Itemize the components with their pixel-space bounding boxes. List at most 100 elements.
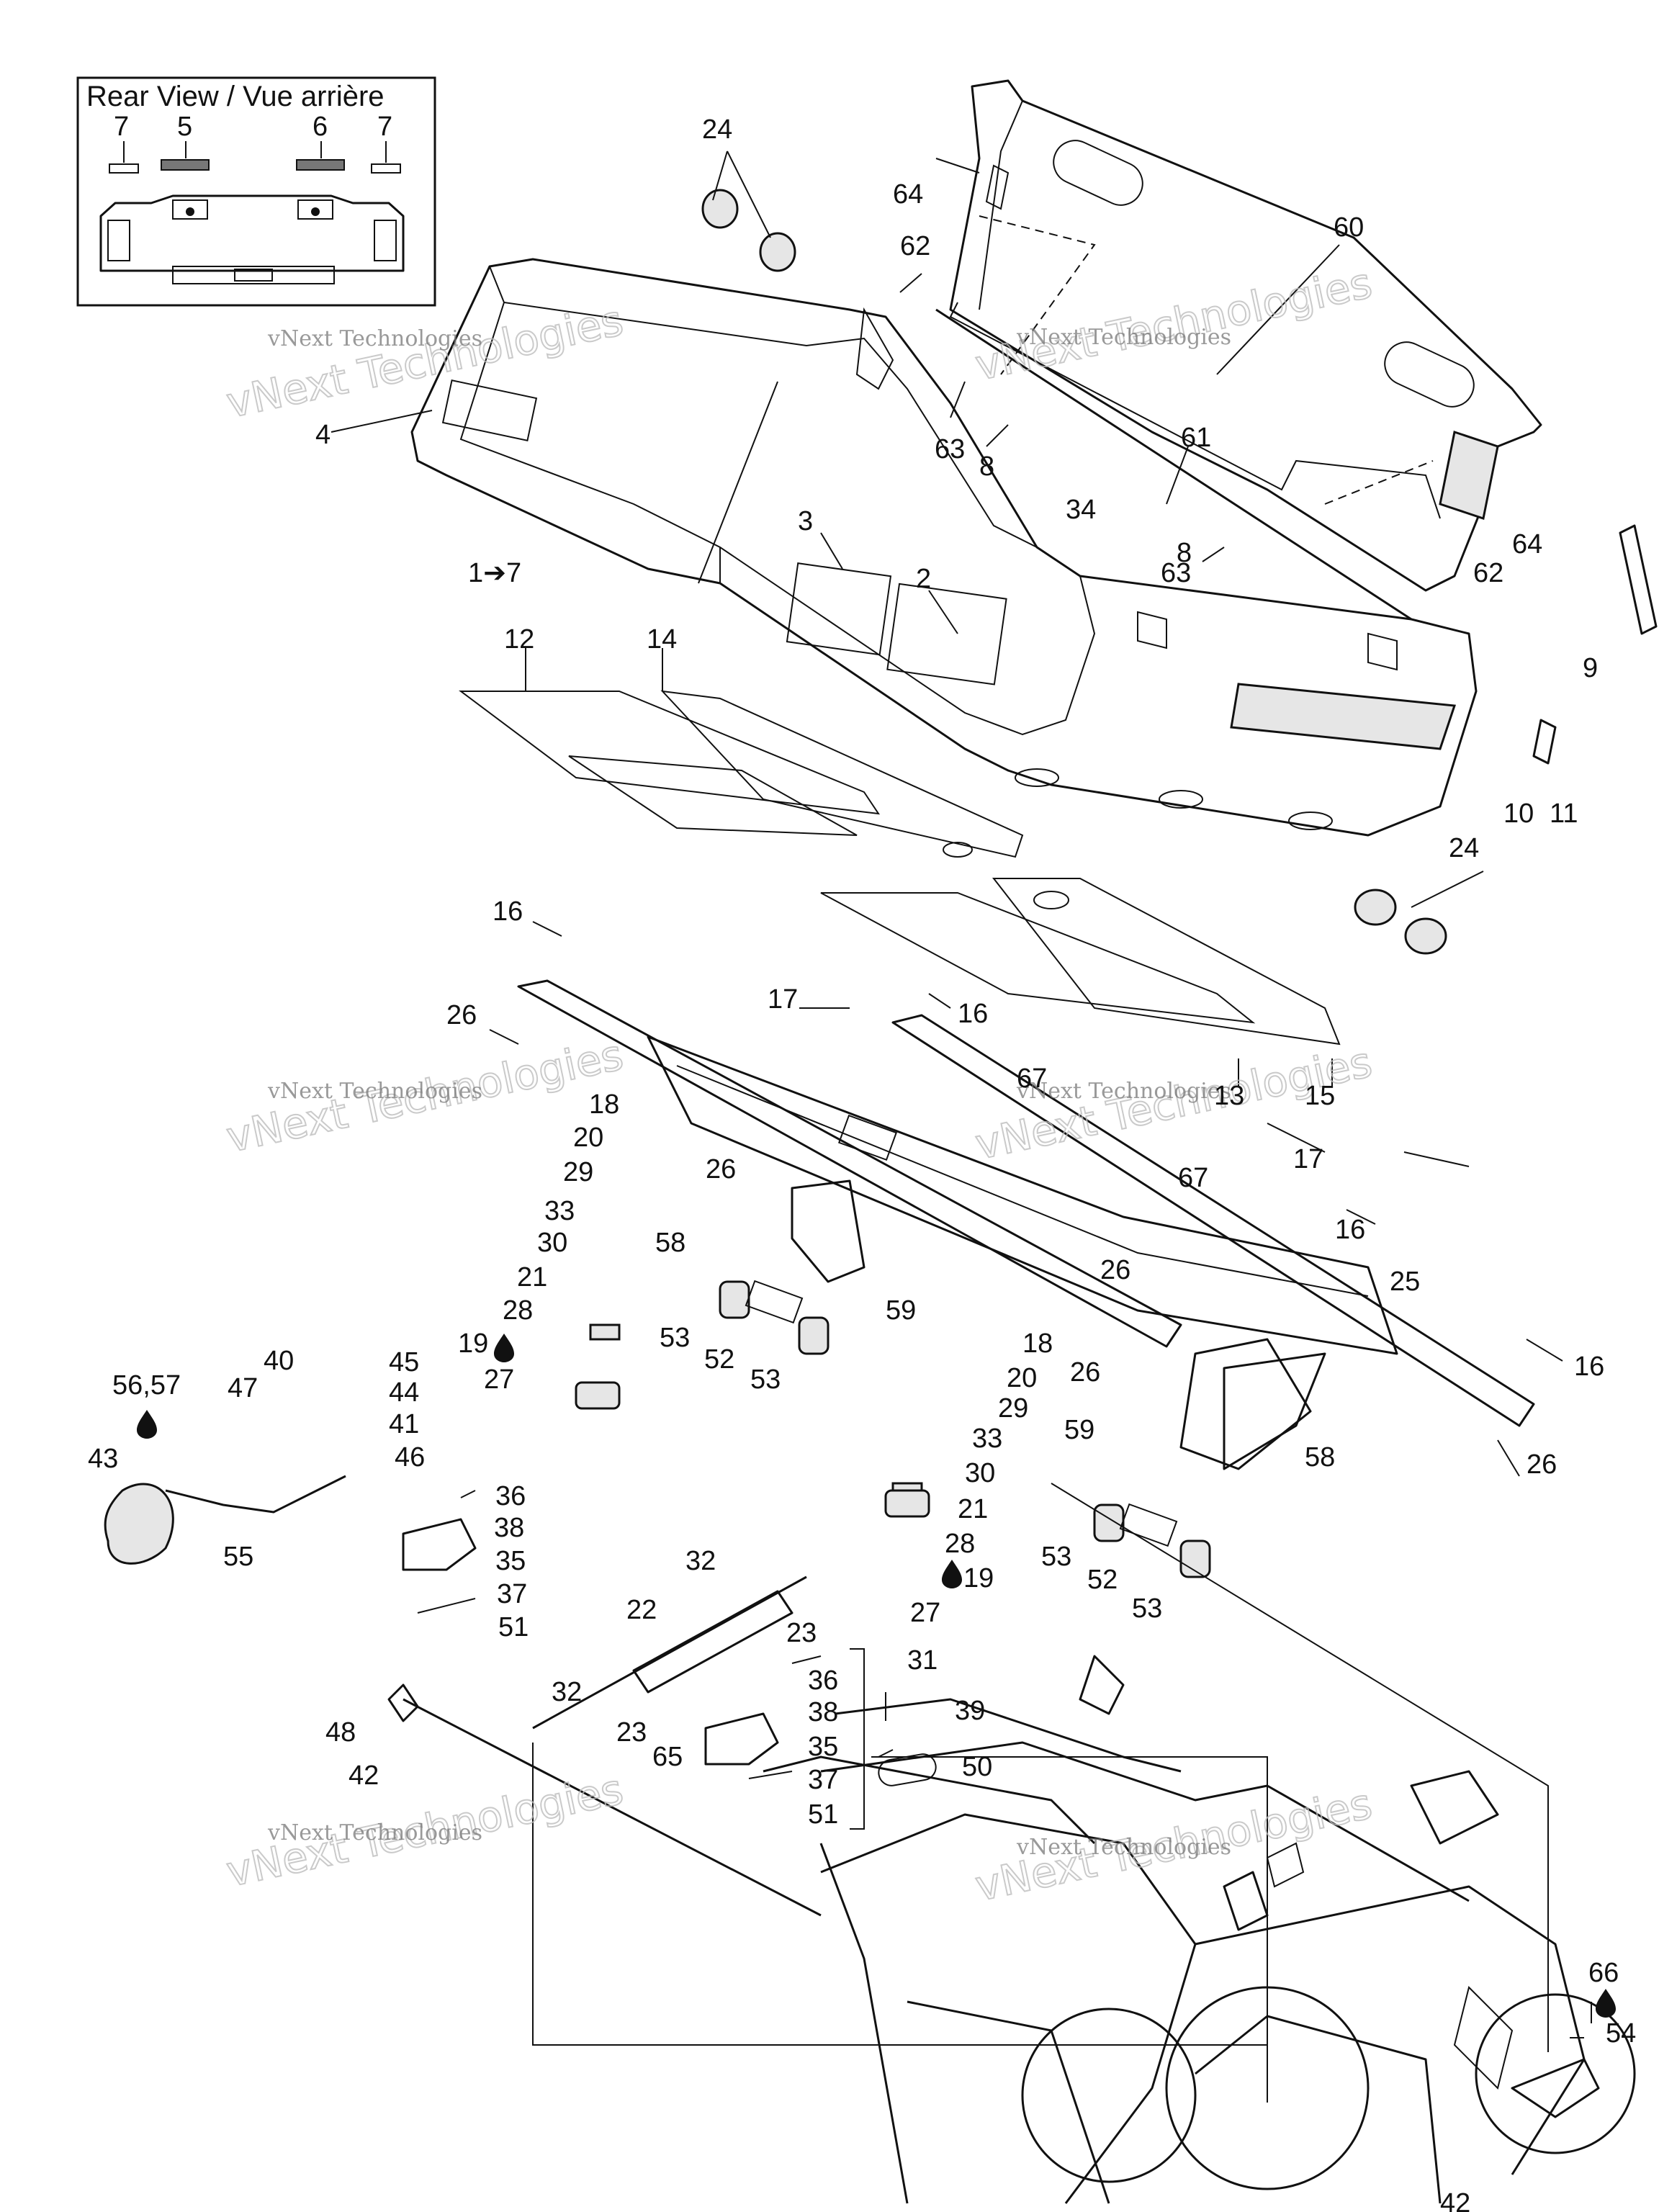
watermark-caption-1: vNext Technologies bbox=[267, 326, 482, 351]
callouts: 24 64 62 60 4 63 8 61 34 1➔7 3 2 8 63 64… bbox=[88, 114, 1636, 2212]
callout-17-b: 17 bbox=[1293, 1144, 1323, 1174]
callout-28: 28 bbox=[503, 1295, 533, 1326]
callout-1-to-7: 1➔7 bbox=[468, 558, 521, 588]
callout-16-d: 16 bbox=[1574, 1352, 1604, 1382]
callout-26: 26 bbox=[446, 1000, 477, 1030]
inset-label-6: 6 bbox=[313, 112, 328, 142]
callout-64: 64 bbox=[893, 179, 923, 210]
callout-20-b: 20 bbox=[1007, 1363, 1037, 1393]
callout-26-b: 26 bbox=[706, 1154, 736, 1184]
callout-28-b: 28 bbox=[945, 1529, 975, 1559]
components bbox=[104, 189, 1658, 2103]
callout-60: 60 bbox=[1334, 212, 1364, 243]
callout-35-b: 35 bbox=[808, 1732, 838, 1762]
oil-drop-icon bbox=[942, 1560, 962, 1588]
callout-32-b: 32 bbox=[552, 1677, 582, 1707]
callout-52: 52 bbox=[704, 1344, 734, 1375]
watermark-caption-6: vNext Technologies bbox=[1016, 1835, 1231, 1860]
oil-drop-icon bbox=[1596, 1989, 1616, 2018]
callout-35: 35 bbox=[495, 1546, 526, 1576]
callout-4: 4 bbox=[315, 420, 331, 450]
callout-37-b: 37 bbox=[808, 1765, 838, 1795]
inset-title: Rear View / Vue arrière bbox=[86, 81, 385, 112]
callout-29-b: 29 bbox=[998, 1393, 1028, 1424]
callout-30-b: 30 bbox=[965, 1458, 995, 1488]
callout-31: 31 bbox=[907, 1645, 938, 1676]
callout-21: 21 bbox=[517, 1262, 547, 1292]
callout-55: 55 bbox=[223, 1542, 253, 1572]
callout-58-b: 58 bbox=[1305, 1442, 1335, 1473]
callout-52-b: 52 bbox=[1087, 1565, 1118, 1595]
callout-9: 9 bbox=[1583, 653, 1598, 683]
callout-53-d: 53 bbox=[1132, 1593, 1162, 1624]
callout-53: 53 bbox=[660, 1323, 690, 1353]
callout-18-b: 18 bbox=[1022, 1328, 1053, 1359]
callout-41: 41 bbox=[389, 1409, 419, 1439]
callout-19-b: 19 bbox=[963, 1563, 994, 1593]
watermark-caption-3: vNext Technologies bbox=[267, 1079, 482, 1104]
watermark-caption-2: vNext Technologies bbox=[1016, 325, 1231, 350]
callout-36-b: 36 bbox=[808, 1665, 838, 1696]
oil-drop-icon bbox=[137, 1410, 157, 1439]
rear-view-inset: Rear View / Vue arrière 7 5 6 7 bbox=[76, 76, 436, 307]
callout-43: 43 bbox=[88, 1444, 118, 1474]
callout-18: 18 bbox=[589, 1089, 619, 1120]
callout-36: 36 bbox=[495, 1481, 526, 1511]
callout-22: 22 bbox=[626, 1595, 657, 1625]
callout-30: 30 bbox=[537, 1228, 567, 1258]
callout-3: 3 bbox=[798, 506, 813, 536]
callout-24-b: 24 bbox=[1449, 833, 1479, 863]
callout-14: 14 bbox=[647, 624, 677, 655]
callout-21-b: 21 bbox=[958, 1494, 988, 1524]
callout-46: 46 bbox=[395, 1442, 425, 1473]
cargo-frame bbox=[517, 979, 1535, 1470]
callout-11: 11 bbox=[1550, 799, 1578, 829]
vehicle-chassis bbox=[763, 1655, 1636, 2204]
callout-32: 32 bbox=[685, 1546, 716, 1576]
callout-29: 29 bbox=[563, 1157, 593, 1187]
callout-66: 66 bbox=[1588, 1958, 1619, 1988]
callout-42-b: 42 bbox=[1440, 2188, 1470, 2212]
callout-16-b: 16 bbox=[958, 999, 988, 1029]
callout-34: 34 bbox=[1066, 495, 1096, 525]
callout-61: 61 bbox=[1181, 423, 1211, 453]
callout-15: 15 bbox=[1305, 1081, 1335, 1111]
callout-51: 51 bbox=[498, 1612, 529, 1642]
callout-23: 23 bbox=[786, 1618, 817, 1648]
callout-48: 48 bbox=[325, 1717, 356, 1748]
callout-63-b: 63 bbox=[1161, 558, 1191, 588]
callout-56-57: 56,57 bbox=[112, 1370, 181, 1401]
callout-25: 25 bbox=[1390, 1267, 1420, 1297]
callout-47: 47 bbox=[228, 1373, 258, 1403]
callout-19: 19 bbox=[458, 1328, 488, 1359]
callout-27: 27 bbox=[484, 1364, 514, 1395]
callout-40: 40 bbox=[264, 1346, 294, 1376]
callout-26-d: 26 bbox=[1070, 1357, 1100, 1388]
callout-10: 10 bbox=[1503, 799, 1534, 829]
leader-lines bbox=[331, 150, 1592, 2038]
callout-37: 37 bbox=[497, 1579, 527, 1609]
callout-62-b: 62 bbox=[1473, 558, 1503, 588]
callout-26-e: 26 bbox=[1527, 1449, 1557, 1480]
callout-51-b: 51 bbox=[808, 1799, 838, 1830]
callout-39: 39 bbox=[955, 1696, 985, 1726]
tailgate bbox=[949, 79, 1542, 592]
callout-26-c: 26 bbox=[1100, 1255, 1130, 1285]
callout-38-b: 38 bbox=[808, 1697, 838, 1727]
callout-33-b: 33 bbox=[972, 1424, 1002, 1454]
callout-50: 50 bbox=[962, 1752, 992, 1782]
callout-67: 67 bbox=[1017, 1064, 1047, 1094]
callout-16: 16 bbox=[493, 896, 523, 927]
watermark-caption-4: vNext Technologies bbox=[1016, 1079, 1231, 1104]
inset-label-7-right: 7 bbox=[377, 112, 392, 142]
callout-62: 62 bbox=[900, 231, 930, 261]
inset-label-7-left: 7 bbox=[114, 112, 129, 142]
callout-42: 42 bbox=[349, 1761, 379, 1791]
callout-59: 59 bbox=[886, 1295, 916, 1326]
callout-23-b: 23 bbox=[616, 1717, 647, 1748]
callout-67-b: 67 bbox=[1178, 1163, 1208, 1193]
callout-24: 24 bbox=[702, 114, 732, 145]
callout-33: 33 bbox=[544, 1196, 575, 1226]
callout-20: 20 bbox=[573, 1123, 603, 1153]
